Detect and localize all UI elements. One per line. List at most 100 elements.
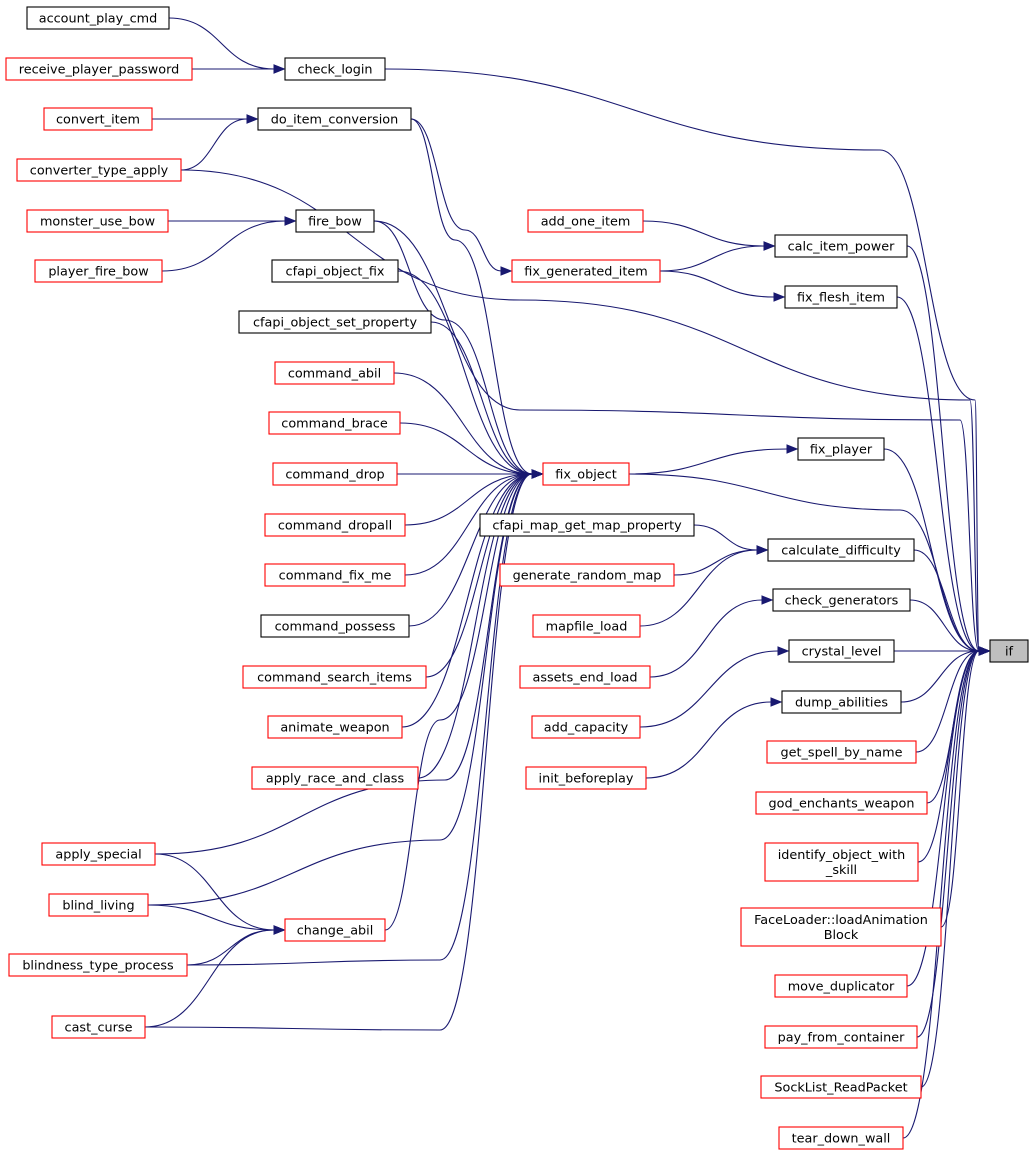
node-cfapi_object_fix[interactable]: cfapi_object_fix (271, 259, 399, 283)
node-SockList_ReadPacket[interactable]: SockList_ReadPacket (760, 1075, 922, 1099)
node-box[interactable] (43, 107, 153, 131)
node-blind_living[interactable]: blind_living (48, 893, 149, 917)
node-if[interactable]: if (989, 639, 1029, 663)
node-check_generators[interactable]: check_generators (772, 588, 911, 612)
node-god_enchants_weapon[interactable]: god_enchants_weapon (755, 791, 928, 815)
node-box[interactable] (284, 918, 386, 942)
node-box[interactable] (774, 234, 908, 258)
node-command_dropall[interactable]: command_dropall (264, 513, 406, 537)
node-cast_curse[interactable]: cast_curse (51, 1015, 146, 1039)
node-cfapi_object_set_property[interactable]: cfapi_object_set_property (238, 310, 432, 334)
node-box[interactable] (740, 907, 942, 947)
node-box[interactable] (797, 437, 885, 461)
node-dump_abilities[interactable]: dump_abilities (781, 690, 902, 714)
node-check_login[interactable]: check_login (284, 57, 386, 81)
node-box[interactable] (264, 513, 406, 537)
node-box[interactable] (271, 259, 399, 283)
node-box[interactable] (767, 538, 915, 562)
node-calc_item_power[interactable]: calc_item_power (774, 234, 908, 258)
node-box[interactable] (772, 588, 911, 612)
node-box[interactable] (272, 462, 398, 486)
node-get_spell_by_name[interactable]: get_spell_by_name (766, 740, 917, 764)
node-box[interactable] (242, 665, 427, 689)
node-box[interactable] (778, 1126, 904, 1150)
node-fix_generated_item[interactable]: fix_generated_item (511, 259, 661, 283)
node-box[interactable] (525, 766, 647, 790)
node-cfapi_map_get_map_property[interactable]: cfapi_map_get_map_property (479, 513, 695, 537)
node-command_fix_me[interactable]: command_fix_me (264, 563, 406, 587)
node-box[interactable] (499, 563, 675, 587)
node-box[interactable] (989, 639, 1029, 663)
node-init_beforeplay[interactable]: init_beforeplay (525, 766, 647, 790)
node-box[interactable] (764, 1025, 918, 1049)
node-box[interactable] (267, 715, 403, 739)
node-box[interactable] (527, 209, 644, 233)
node-convert_item[interactable]: convert_item (43, 107, 153, 131)
node-box[interactable] (16, 158, 182, 182)
node-box[interactable] (781, 690, 902, 714)
node-box[interactable] (284, 57, 386, 81)
node-box[interactable] (519, 665, 651, 689)
node-crystal_level[interactable]: crystal_level (788, 639, 895, 663)
node-calculate_difficulty[interactable]: calculate_difficulty (767, 538, 915, 562)
node-apply_special[interactable]: apply_special (41, 842, 156, 866)
node-account_play_cmd[interactable]: account_play_cmd (26, 6, 170, 30)
node-fix_object[interactable]: fix_object (542, 462, 630, 486)
node-fix_flesh_item[interactable]: fix_flesh_item (784, 285, 898, 309)
node-apply_race_and_class[interactable]: apply_race_and_class (251, 766, 419, 790)
node-command_abil[interactable]: command_abil (274, 361, 395, 385)
node-pay_from_container[interactable]: pay_from_container (764, 1025, 918, 1049)
node-box[interactable] (8, 953, 188, 977)
node-box[interactable] (26, 209, 169, 233)
node-box[interactable] (48, 893, 149, 917)
node-move_duplicator[interactable]: move_duplicator (774, 974, 908, 998)
node-fire_bow[interactable]: fire_bow (295, 209, 375, 233)
node-blindness_type_process[interactable]: blindness_type_process (8, 953, 188, 977)
node-monster_use_bow[interactable]: monster_use_bow (26, 209, 169, 233)
node-command_drop[interactable]: command_drop (272, 462, 398, 486)
node-tear_down_wall[interactable]: tear_down_wall (778, 1126, 904, 1150)
node-command_brace[interactable]: command_brace (268, 411, 401, 435)
node-add_one_item[interactable]: add_one_item (527, 209, 644, 233)
node-box[interactable] (26, 6, 170, 30)
node-box[interactable] (260, 614, 410, 638)
node-box[interactable] (784, 285, 898, 309)
node-add_capacity[interactable]: add_capacity (531, 715, 641, 739)
node-box[interactable] (542, 462, 630, 486)
node-box[interactable] (251, 766, 419, 790)
node-assets_end_load[interactable]: assets_end_load (519, 665, 651, 689)
node-box[interactable] (268, 411, 401, 435)
node-box[interactable] (238, 310, 432, 334)
node-box[interactable] (274, 361, 395, 385)
node-box[interactable] (760, 1075, 922, 1099)
node-box[interactable] (257, 107, 412, 131)
node-fix_player[interactable]: fix_player (797, 437, 885, 461)
node-box[interactable] (479, 513, 695, 537)
node-mapfile_load[interactable]: mapfile_load (532, 614, 641, 638)
node-command_search_items[interactable]: command_search_items (242, 665, 427, 689)
node-converter_type_apply[interactable]: converter_type_apply (16, 158, 182, 182)
node-generate_random_map[interactable]: generate_random_map (499, 563, 675, 587)
node-box[interactable] (295, 209, 375, 233)
node-box[interactable] (511, 259, 661, 283)
node-box[interactable] (34, 259, 163, 283)
node-command_possess[interactable]: command_possess (260, 614, 410, 638)
node-box[interactable] (51, 1015, 146, 1039)
node-box[interactable] (774, 974, 908, 998)
node-box[interactable] (788, 639, 895, 663)
node-box[interactable] (755, 791, 928, 815)
node-box[interactable] (264, 563, 406, 587)
node-box[interactable] (766, 740, 917, 764)
node-identify_object_with_skill[interactable]: identify_object_with_skill (764, 842, 919, 882)
node-change_abil[interactable]: change_abil (284, 918, 386, 942)
node-box[interactable] (531, 715, 641, 739)
node-do_item_conversion[interactable]: do_item_conversion (257, 107, 412, 131)
node-box[interactable] (764, 842, 919, 882)
node-box[interactable] (5, 57, 193, 81)
node-receive_player_password[interactable]: receive_player_password (5, 57, 193, 81)
node-box[interactable] (532, 614, 641, 638)
node-animate_weapon[interactable]: animate_weapon (267, 715, 403, 739)
node-player_fire_bow[interactable]: player_fire_bow (34, 259, 163, 283)
node-box[interactable] (41, 842, 156, 866)
